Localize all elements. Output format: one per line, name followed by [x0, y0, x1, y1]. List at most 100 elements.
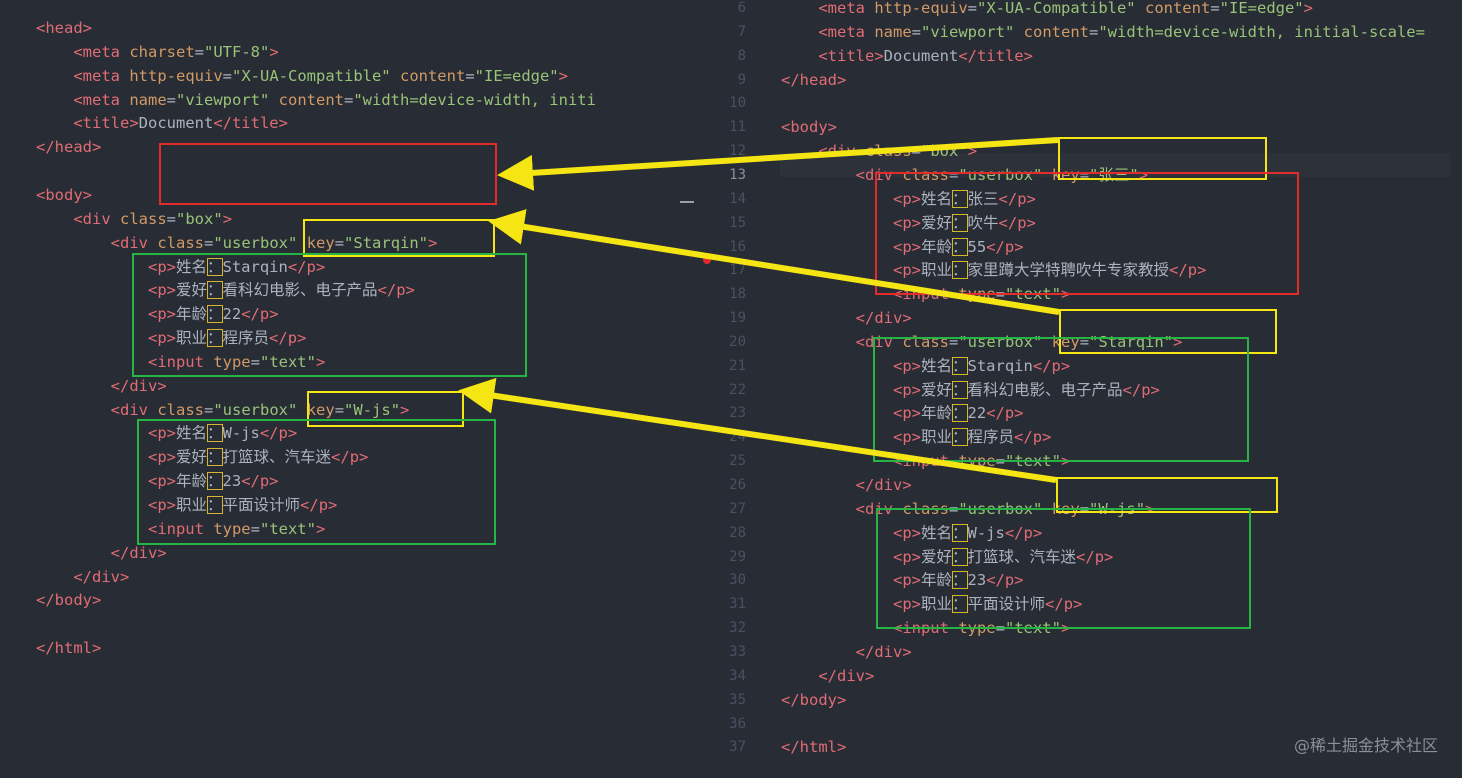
code-token: "text": [259, 519, 316, 538]
code-line[interactable]: <p>姓名：张三</p>: [781, 187, 1036, 211]
code-line[interactable]: <p>爱好：打篮球、汽车迷</p>: [781, 545, 1113, 569]
code-token: 爱好: [920, 547, 952, 566]
code-line[interactable]: <meta name="viewport" content="width=dev…: [36, 88, 596, 112]
code-line[interactable]: <div class="box">: [36, 207, 232, 231]
code-token: <meta: [818, 0, 875, 17]
code-line[interactable]: <p>职业：平面设计师</p>: [36, 493, 337, 517]
code-token: <p>: [147, 329, 176, 348]
code-line[interactable]: <meta http-equiv="X-UA-Compatible" conte…: [36, 64, 568, 88]
code-token: 平面设计师: [967, 595, 1046, 614]
code-line[interactable]: <meta name="viewport" content="width=dev…: [781, 20, 1425, 44]
code-line[interactable]: <div class="userbox" key="W-js">: [36, 398, 410, 422]
left-key-starqin-box: [303, 219, 495, 257]
code-token: Document: [883, 46, 959, 65]
line-number: 30: [729, 572, 746, 589]
code-line[interactable]: <p>爱好：打篮球、汽车迷</p>: [36, 445, 368, 469]
code-token: charset: [129, 42, 195, 61]
code-token: </head>: [781, 70, 847, 89]
line-number: 29: [729, 548, 746, 565]
code-line[interactable]: <div class="userbox" key="Starqin">: [36, 231, 438, 255]
left-editor-pane[interactable]: <head> <meta charset="UTF-8"> <meta http…: [0, 0, 630, 778]
code-token: </body>: [36, 591, 102, 610]
code-token: <div: [818, 142, 865, 161]
code-line[interactable]: </div>: [36, 565, 129, 589]
code-line[interactable]: <input type="text">: [36, 350, 325, 374]
code-token: <p>: [147, 448, 176, 467]
line-number: 18: [729, 286, 746, 303]
code-token: [36, 210, 73, 228]
code-token: 姓名: [920, 189, 952, 208]
code-line[interactable]: </div>: [781, 640, 912, 664]
code-token: [36, 568, 73, 586]
code-line[interactable]: <p>姓名：W-js</p>: [36, 421, 297, 445]
code-line[interactable]: <p>姓名：Starqin</p>: [781, 354, 1070, 378]
code-token: [36, 472, 148, 490]
code-line[interactable]: </div>: [781, 664, 874, 688]
code-line[interactable]: <p>职业：平面设计师</p>: [781, 592, 1082, 616]
code-token: </html>: [36, 639, 102, 658]
code-token: [391, 67, 400, 85]
code-token: "box": [921, 142, 968, 161]
code-line[interactable]: </html>: [781, 735, 846, 759]
code-token: <p>: [147, 281, 176, 300]
code-token: <p>: [892, 523, 921, 542]
line-number: 25: [729, 453, 746, 470]
code-token: [781, 23, 818, 41]
code-token: [36, 114, 73, 132]
code-token: =: [1079, 165, 1090, 184]
code-line[interactable]: </head>: [781, 68, 846, 92]
code-token: content: [399, 66, 466, 85]
code-line[interactable]: <p>年龄：23</p>: [36, 469, 279, 493]
code-line[interactable]: </div>: [781, 473, 912, 497]
code-token: <body>: [781, 118, 837, 137]
code-line[interactable]: <p>职业：程序员</p>: [36, 326, 306, 350]
code-line[interactable]: </html>: [36, 636, 101, 660]
code-line[interactable]: </div>: [781, 306, 912, 330]
code-token: 23: [967, 571, 987, 590]
code-line[interactable]: <p>爱好：看科幻电影、电子产品</p>: [36, 278, 415, 302]
code-token: [36, 544, 111, 562]
breakpoint-dot: [703, 256, 711, 264]
code-line[interactable]: </body>: [36, 588, 101, 612]
code-token: [36, 401, 111, 419]
code-line[interactable]: </div>: [36, 541, 167, 565]
code-token: =: [334, 400, 345, 419]
code-line[interactable]: </div>: [36, 374, 167, 398]
code-line[interactable]: <head>: [36, 16, 92, 40]
code-line[interactable]: <div class="box">: [781, 139, 977, 163]
code-token: </head>: [36, 138, 102, 157]
code-line[interactable]: <p>年龄：23</p>: [781, 568, 1024, 592]
code-line[interactable]: <title>Document</title>: [781, 44, 1033, 68]
code-line[interactable]: <meta http-equiv="X-UA-Compatible" conte…: [781, 0, 1313, 20]
code-line[interactable]: </head>: [36, 135, 101, 159]
code-token: 爱好: [175, 448, 207, 467]
code-line[interactable]: <p>姓名：Starqin</p>: [36, 255, 325, 279]
code-line[interactable]: </body>: [781, 688, 846, 712]
code-token: 看科幻电影、电子产品: [222, 281, 378, 300]
right-key-wjs-box: [1056, 477, 1278, 513]
code-token: "width=device-width, initi: [353, 90, 596, 109]
pane-divider[interactable]: [630, 0, 668, 778]
code-line[interactable]: <meta charset="UTF-8">: [36, 40, 278, 64]
code-token: <input: [147, 352, 214, 371]
code-token: [1136, 0, 1145, 17]
code-line[interactable]: <p>年龄：22</p>: [36, 302, 279, 326]
colon-token: ：: [207, 257, 223, 276]
code-token: [781, 333, 856, 351]
code-token: W-js: [222, 424, 260, 443]
code-line[interactable]: <title>Document</title>: [36, 111, 288, 135]
code-token: <meta: [73, 42, 130, 61]
code-token: </p>: [377, 281, 415, 300]
code-token: </p>: [1169, 261, 1207, 280]
code-line[interactable]: <body>: [36, 183, 92, 207]
code-line[interactable]: <p>姓名：W-js</p>: [781, 521, 1042, 545]
code-token: </p>: [287, 257, 326, 276]
code-token: 22: [222, 305, 242, 324]
code-token: [36, 424, 148, 442]
code-token: =: [949, 332, 959, 351]
code-line[interactable]: <input type="text">: [36, 517, 325, 541]
code-token: <meta: [73, 66, 130, 85]
left-empty-red-box: [159, 143, 497, 205]
code-token: <meta: [73, 90, 130, 109]
code-line[interactable]: <body>: [781, 115, 837, 139]
